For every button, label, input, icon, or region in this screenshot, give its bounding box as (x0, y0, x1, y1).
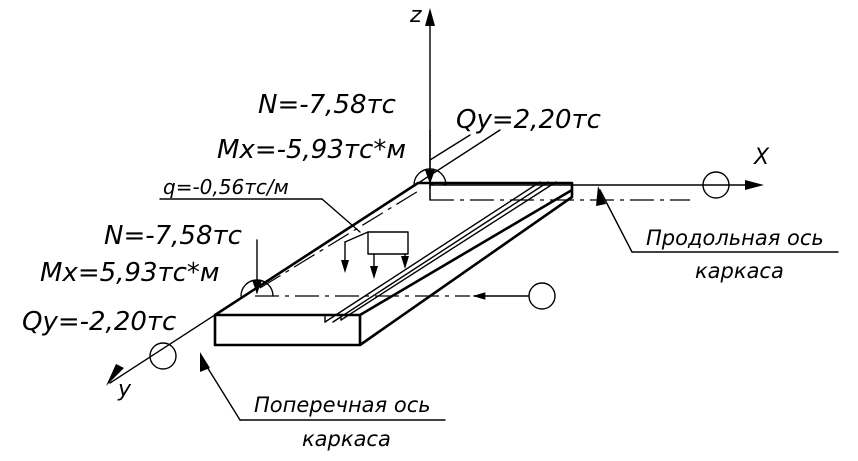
distributed-load (159, 198, 409, 279)
x-axis (429, 180, 764, 190)
x-axis-label: X (753, 145, 770, 170)
slab (213, 181, 574, 347)
top-node (413, 129, 447, 201)
q-load-label: q=-0,56тс/м (163, 175, 289, 199)
longitudinal-axis-label-line1: Продольная ось (646, 226, 824, 250)
axis-marker-y (149, 342, 177, 370)
axis-marker-transverse (528, 282, 556, 310)
axis-marker-x (702, 171, 730, 199)
qy-bottom-label: Qy=-2,20тс (22, 307, 176, 337)
mx-bottom-label: Mx=5,93тс*м (40, 258, 220, 288)
bottom-node (240, 239, 274, 297)
z-axis-label: z (409, 3, 422, 28)
mx-top-label: Mx=-5,93тс*м (217, 135, 406, 165)
n-top-label: N=-7,58тс (258, 90, 396, 120)
transverse-axis-label-line1: Поперечная ось (254, 393, 431, 417)
transverse-axis-label-line2: каркаса (302, 427, 391, 451)
longitudinal-axis-label-line2: каркаса (695, 259, 784, 283)
transverse-callout (200, 352, 446, 421)
framework-axes (255, 185, 690, 297)
qy-top-label: Qy=2,20тс (456, 105, 601, 135)
qy-top-leader (429, 134, 471, 161)
y-axis-label: y (117, 377, 132, 402)
n-bottom-label: N=-7,58тс (104, 221, 242, 251)
longitudinal-callout (596, 186, 839, 253)
